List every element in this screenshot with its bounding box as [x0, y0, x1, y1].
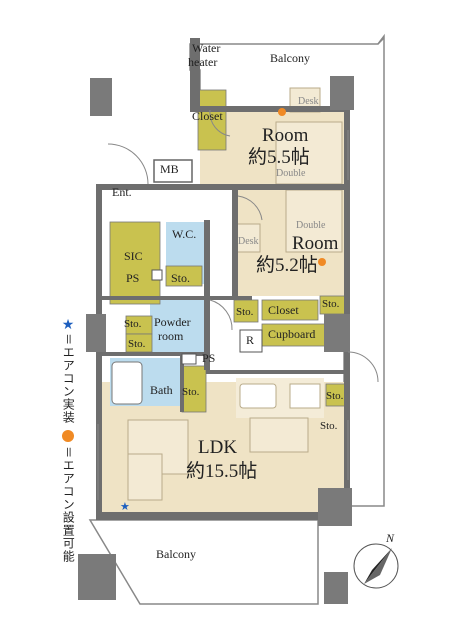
ldk-size-label: 約15.5帖	[186, 461, 258, 482]
wc-label: W.C.	[172, 227, 197, 241]
powder-room-area	[150, 296, 204, 352]
sto-wc-label: Sto.	[171, 271, 191, 285]
legend: ★ ＝エアコン実装 ＝エアコン設置可能	[58, 318, 78, 563]
powder-label-2: room	[158, 329, 184, 343]
room2-size-label: 約5.2帖	[256, 255, 318, 276]
closet-left-label: Closet	[192, 109, 223, 123]
door-swings	[107, 109, 379, 383]
mb-label: MB	[160, 162, 179, 176]
room1-bed-label: Double	[276, 168, 306, 179]
ac-dot-room2	[318, 258, 326, 266]
room2-desk-label: Desk	[238, 236, 259, 247]
water-heater-label-1: Water	[192, 41, 221, 55]
room1-desk-label: Desk	[298, 96, 319, 107]
storage-blocks	[109, 89, 347, 413]
furniture	[127, 87, 343, 501]
room2-name-label: Room	[292, 233, 339, 254]
balcony-bottom-area	[88, 519, 319, 605]
ps-hall-box	[181, 353, 197, 365]
closet-room2-label: Closet	[268, 303, 299, 317]
compass-north-label: N	[386, 531, 395, 545]
legend-star-icon: ★	[61, 317, 75, 333]
sto-powder-label-2: Sto.	[128, 338, 146, 350]
columns	[78, 76, 354, 604]
ldk-name-label: LDK	[198, 437, 238, 458]
sto-bath-label: Sto.	[182, 386, 200, 398]
legend-dot-text: ＝エアコン設置可能	[61, 445, 76, 563]
room2-bed-label: Double	[296, 220, 326, 231]
balcony-bottom-label: Balcony	[156, 547, 196, 561]
legend-dot-icon	[62, 429, 74, 442]
ac-dot-room1	[278, 108, 286, 116]
ps-hall-label: PS	[202, 351, 216, 365]
sto-kitchen-label-2: Sto.	[320, 420, 338, 432]
ent-label: Ent.	[112, 185, 132, 199]
sto-closet-left-label: Sto.	[236, 306, 254, 318]
ps-sic-label: PS	[126, 271, 140, 285]
r-label: R	[246, 333, 255, 347]
room1-size-label: 約5.5帖	[248, 147, 310, 168]
water-heater-label-2: heater	[188, 55, 218, 69]
sic-label: SIC	[124, 249, 143, 263]
sto-closet-right-label: Sto.	[322, 298, 340, 310]
legend-star-text: ＝エアコン実装	[61, 332, 76, 424]
compass	[353, 543, 399, 589]
ps-sic-box	[151, 269, 163, 281]
windows	[97, 130, 349, 500]
powder-label-1: Powder	[154, 315, 191, 329]
bath-label: Bath	[150, 383, 173, 397]
cupboard-label: Cupboard	[268, 327, 316, 341]
ac-star-ldk: ★	[120, 500, 130, 513]
room1-name-label: Room	[262, 125, 309, 146]
sto-powder-label-1: Sto.	[124, 318, 142, 330]
sto-kitchen-label-1: Sto.	[326, 390, 344, 402]
bathtub	[111, 361, 143, 405]
r-box	[239, 329, 263, 353]
balcony-top-label: Balcony	[270, 51, 310, 65]
